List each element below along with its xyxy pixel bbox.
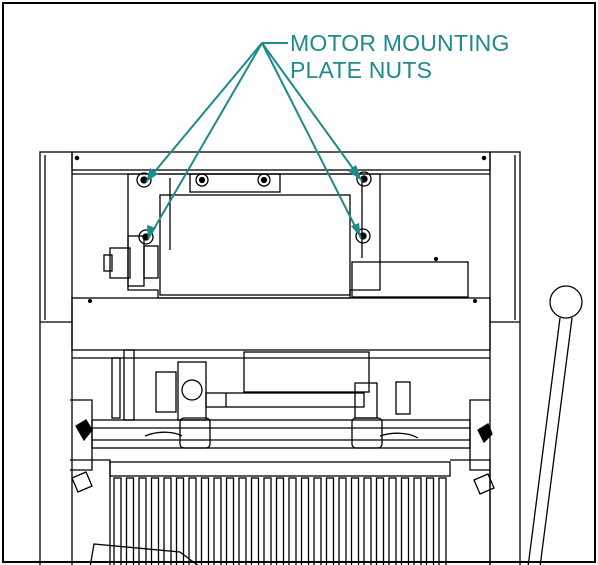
blade (138, 477, 147, 565)
blade (250, 477, 260, 565)
left-bracket (70, 399, 93, 493)
blade (150, 477, 160, 565)
callout-line-2: PLATE NUTS (290, 57, 433, 83)
callout-line-1: MOTOR MOUNTING (290, 30, 510, 56)
motor-mounting-plate (127, 173, 381, 299)
tray-edge (89, 543, 199, 565)
blade (425, 477, 435, 565)
blade (313, 477, 322, 565)
clamp-knob-right (351, 417, 419, 449)
blade (263, 477, 272, 565)
callout-leaders (145, 42, 363, 240)
blade (363, 477, 372, 565)
plate-bolt-inner-left (195, 173, 209, 187)
blade (300, 477, 310, 565)
blade (225, 477, 235, 565)
blade (325, 477, 335, 565)
left-upright (39, 151, 73, 565)
blade (400, 477, 410, 565)
blade (338, 477, 347, 565)
blade (288, 477, 297, 565)
cross-beam (71, 297, 491, 351)
drive-assembly (72, 349, 490, 421)
top-rail (71, 151, 491, 175)
blade (238, 477, 247, 565)
plate-bolt-inner-right (257, 173, 271, 187)
blade (388, 477, 397, 565)
left-bearing-block (103, 235, 159, 287)
right-bracket (469, 399, 495, 495)
blade (175, 477, 185, 565)
slicing-blades (109, 461, 451, 565)
blade (188, 477, 197, 565)
blade (375, 477, 385, 565)
callout-label: MOTOR MOUNTING PLATE NUTS (290, 30, 510, 84)
right-blade-housing (450, 459, 491, 565)
blade (125, 477, 135, 565)
left-blade-housing (70, 459, 111, 565)
blade (275, 477, 285, 565)
blade (213, 477, 222, 565)
motor-housing (351, 256, 469, 298)
blade (350, 477, 360, 565)
right-upright (489, 151, 521, 565)
blade (438, 477, 447, 565)
callout-arrowheads (146, 165, 362, 239)
blade (413, 477, 422, 565)
handle-lever (527, 285, 583, 565)
blade (200, 477, 210, 565)
blade (163, 477, 172, 565)
clamp-knob-left (144, 417, 211, 449)
blade (113, 477, 122, 565)
